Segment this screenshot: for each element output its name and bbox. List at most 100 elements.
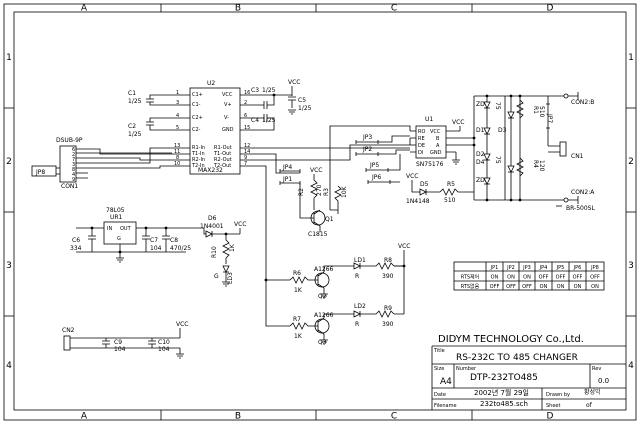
led-ld3: G LD3 bbox=[214, 265, 234, 287]
c3-value: 1/25 bbox=[262, 87, 276, 94]
ur1-pin-out: OUT bbox=[120, 226, 132, 232]
r7-value: 1K bbox=[294, 333, 303, 340]
r3-ref: R3 bbox=[323, 188, 330, 196]
u2-num-12: 12 bbox=[244, 143, 250, 149]
row-label-2-right: 2 bbox=[628, 157, 634, 167]
r8-ref: R8 bbox=[384, 257, 392, 264]
u2-pin-vcc: VCC bbox=[222, 92, 233, 98]
con1-pin: 8 bbox=[72, 167, 75, 173]
jumper-table-header: JP8 bbox=[590, 265, 599, 271]
jp1-ref: JP1 bbox=[282, 176, 292, 183]
u1-pin-ro: RO bbox=[418, 129, 425, 135]
u2-pin-c2n: C2- bbox=[192, 127, 201, 133]
c10-value: 104 bbox=[158, 346, 170, 353]
col-label-b: B bbox=[235, 4, 241, 14]
led-ld1: LD1 R bbox=[340, 257, 376, 280]
cn1-ref: CN1 bbox=[571, 153, 584, 160]
u1-pin-re: RE bbox=[418, 136, 425, 142]
u2-name: MAX232 bbox=[198, 167, 223, 174]
capacitor-c1: C1 1/25 bbox=[128, 90, 172, 106]
transistor-q2-block: R6 1K A1266 Q2 bbox=[289, 265, 340, 300]
ur1-name: 78L05 bbox=[106, 207, 125, 214]
date-label: Date bbox=[434, 392, 446, 398]
jumper-table-cell: OFF bbox=[539, 275, 549, 281]
u2-pin-vminus: V- bbox=[224, 115, 229, 121]
con2b-ref: CON2:B bbox=[571, 99, 594, 106]
diode-d6: D6 1N4001 VCC bbox=[200, 215, 246, 238]
ic-u2-max232: U2 MAX232 C1+ C1- C2+ C2- R1-In R1-Out T… bbox=[172, 80, 258, 175]
connector-con1-dsub9: DSUB-9P CON1 6 2 7 3 8 4 9 bbox=[56, 137, 88, 190]
drawn-by: 황성익 bbox=[584, 388, 601, 396]
jp7-ref: JP7 bbox=[546, 113, 553, 123]
jumper-table-cell: ON bbox=[557, 284, 565, 290]
size-label: Size bbox=[434, 366, 444, 372]
c7-value: 104 bbox=[150, 245, 162, 252]
capacitor-c4: C4 1/25 bbox=[251, 114, 276, 131]
u2-ref: U2 bbox=[207, 80, 215, 87]
con1-name: DSUB-9P bbox=[56, 137, 83, 144]
r6-ref: R6 bbox=[293, 270, 301, 277]
led-ld2: LD2 R bbox=[340, 303, 376, 328]
ld2-color: R bbox=[355, 321, 359, 328]
col-label-c-bottom: C bbox=[391, 412, 397, 422]
r6-value: 1K bbox=[294, 287, 303, 294]
u2-num-2: 2 bbox=[244, 100, 247, 106]
jumper-jp1: JP1 bbox=[279, 176, 301, 185]
number-label: Number bbox=[456, 366, 477, 372]
jumper-table-cell: RTS없음 bbox=[461, 283, 480, 290]
c6-value: 334 bbox=[70, 245, 82, 252]
ld1-ref: LD1 bbox=[354, 257, 366, 264]
jp5-ref: JP5 bbox=[369, 162, 379, 169]
drawing-number: DTP-232TO485 bbox=[470, 373, 538, 383]
u1-pin-vcc: VCC bbox=[430, 129, 441, 135]
u2-pin-t1in: T1-In bbox=[191, 151, 205, 157]
con1-pin: 4 bbox=[72, 172, 75, 178]
u2-num-14: 14 bbox=[244, 149, 250, 155]
jumper-table-header: JP1 bbox=[490, 265, 499, 271]
jumper-table-header: JP2 bbox=[506, 265, 515, 271]
transistor-q3-block: R7 1K A1266 Q3 bbox=[265, 280, 340, 346]
jp3-ref: JP3 bbox=[362, 134, 372, 141]
con1-ref: CON1 bbox=[61, 183, 78, 190]
u2-pin-r2out: R2-Out bbox=[214, 157, 232, 163]
u2-num-11: 11 bbox=[174, 149, 180, 155]
con1-pin: 3 bbox=[72, 162, 75, 168]
transistor-q1-block: VCC R2 270 R3 10K Q1 C1815 bbox=[298, 167, 348, 238]
r1-ref: R1 bbox=[532, 106, 539, 114]
ld3-color: G bbox=[214, 273, 219, 280]
regulator-ur1: 78L05 UR1 IN OUT G bbox=[76, 207, 204, 253]
title-label: Title bbox=[433, 348, 445, 354]
u2-num-6: 6 bbox=[244, 113, 247, 119]
q3-value: A1266 bbox=[314, 312, 334, 319]
c3-ref: C3 bbox=[251, 87, 259, 94]
u2-num-13: 13 bbox=[174, 143, 180, 149]
connector-con2b: CON2:B bbox=[560, 92, 594, 106]
zd1-ref: ZD1 bbox=[476, 101, 489, 108]
drawn-by-label: Drawn by bbox=[546, 392, 570, 398]
q3-ref: Q3 bbox=[318, 339, 327, 346]
r1-value: 510 bbox=[538, 106, 545, 118]
c8-value: 470/25 bbox=[170, 245, 191, 252]
vcc-label-d6: VCC bbox=[234, 221, 246, 228]
filename-label: Filename bbox=[434, 403, 457, 409]
d6-value: 1N4001 bbox=[200, 223, 224, 230]
r3-value: 10K bbox=[341, 185, 348, 198]
c8-ref: C8 bbox=[170, 237, 178, 244]
u1-pin-b: B bbox=[436, 136, 440, 142]
ld3-ref: LD3 bbox=[227, 272, 234, 284]
u2-num-1: 1 bbox=[176, 90, 179, 96]
ld2-ref: LD2 bbox=[354, 303, 366, 310]
c9-value: 104 bbox=[114, 346, 126, 353]
r4-ref: R4 bbox=[532, 160, 539, 168]
d5-value: 1N4148 bbox=[406, 198, 430, 205]
u2-pin-t2in: T2-In bbox=[191, 163, 205, 169]
con2a-ref: CON2:A bbox=[571, 189, 595, 196]
jp8-ref: JP8 bbox=[35, 169, 45, 176]
jumper-table bbox=[453, 261, 605, 291]
jumper-table-cell: OFF bbox=[506, 284, 516, 290]
r7-ref: R7 bbox=[293, 316, 301, 323]
c6-ref: C6 bbox=[72, 237, 80, 244]
u2-num-15: 15 bbox=[244, 125, 250, 131]
cn2-ref: CN2 bbox=[62, 327, 75, 334]
